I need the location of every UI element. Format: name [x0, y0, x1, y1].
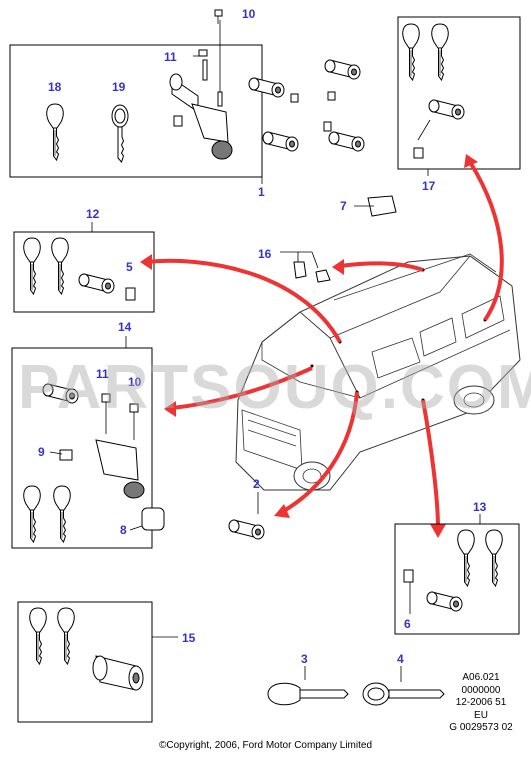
callout-19: 19: [112, 80, 126, 94]
key-blank-3: 3: [267, 652, 349, 706]
callout-12: 12: [86, 207, 100, 221]
callout-13: 13: [473, 500, 487, 514]
reference-block: A06.021 0000000 12-2006 51 EU G 0029573 …: [441, 672, 521, 735]
callout-7: 7: [340, 199, 347, 213]
callout-5: 5: [126, 260, 133, 274]
callout-18: 18: [48, 80, 62, 94]
callout-1: 1: [258, 185, 265, 199]
callout-8: 8: [120, 523, 127, 537]
ignition-lock-icon: [92, 655, 144, 691]
reference-line-3: 12-2006 51: [455, 697, 507, 708]
door-cylinder-icon: 2: [228, 477, 265, 540]
reference-line-2: 0000000: [461, 684, 501, 696]
callout-9: 9: [38, 445, 45, 459]
copyright-notice: ©Copyright, 2006, Ford Motor Company Lim…: [158, 740, 373, 751]
key-icon: [29, 607, 47, 665]
part-group-14: 14 11 10 9 8: [11, 320, 165, 549]
callout-17: 17: [422, 179, 436, 193]
key-icon: [23, 485, 41, 543]
lock-housing-icon: [129, 507, 165, 531]
key-icon: [46, 103, 64, 161]
part-group-17: 17: [397, 16, 521, 193]
vehicle-illustration: [235, 253, 521, 491]
door-cylinder-icon: [78, 273, 136, 301]
location-arrows: [140, 154, 504, 538]
group-17-frame: [397, 16, 521, 170]
key-icon: [457, 529, 475, 587]
callout-3: 3: [301, 652, 308, 666]
callout-10: 10: [128, 375, 142, 389]
callout-6: 6: [404, 617, 411, 631]
group-1-frame: [9, 44, 263, 178]
bracket-icon: 7: [340, 195, 397, 217]
callout-16: 16: [258, 247, 272, 261]
callout-15: 15: [182, 631, 196, 645]
key-icon: [23, 237, 41, 295]
callout-11: 11: [164, 50, 177, 64]
round-key-icon: [111, 104, 129, 163]
lock-cylinder-icon: [323, 121, 365, 152]
group-15-frame: [17, 601, 153, 723]
watermark: PARTSOUQ.COM: [18, 353, 531, 422]
part-group-16: 16: [258, 247, 331, 283]
key-blank-4: 4: [362, 652, 445, 706]
tailgate-cylinder-icon: [324, 59, 361, 101]
reference-line-5: G 0029573 02: [449, 722, 513, 733]
reference-line-4: EU: [474, 709, 488, 721]
ignition-lock-icon: [169, 59, 233, 160]
key-icon: [431, 23, 449, 81]
part-group-13: 13 6: [394, 500, 520, 635]
ignition-lock-icon: [42, 383, 145, 499]
screw-icon: [198, 9, 223, 57]
callout-2: 2: [253, 477, 260, 491]
callout-11: 11: [96, 367, 109, 381]
callout-14: 14: [118, 320, 132, 334]
door-cylinder-icon: [403, 569, 463, 614]
group-12-frame: [13, 231, 155, 313]
key-icon: [53, 485, 71, 543]
key-icon: [402, 23, 420, 81]
callout-4: 4: [397, 652, 404, 666]
tailgate-cylinder-icon: [413, 99, 465, 159]
key-icon: [57, 607, 75, 665]
key-icon: [51, 237, 69, 295]
group-13-frame: [394, 523, 520, 635]
callout-10: 10: [242, 7, 256, 21]
key-icon: [485, 529, 503, 587]
door-cylinder-icon: [248, 77, 299, 103]
part-group-12: 12 5: [13, 207, 155, 313]
part-group-1: 10 11 18 19 1: [9, 7, 365, 199]
group-14-frame: [11, 347, 153, 549]
reference-line-1: A06.021: [462, 672, 500, 683]
lock-cylinder-icon: [262, 131, 299, 152]
part-group-15: 15: [17, 601, 196, 723]
screw-icon: [101, 393, 139, 440]
